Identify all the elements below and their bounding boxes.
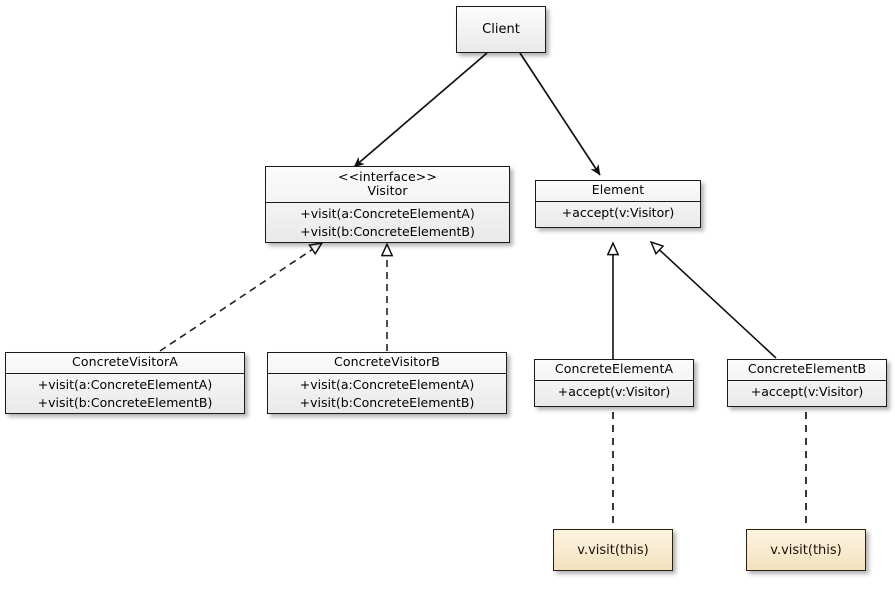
class-box-element[interactable]: Element +accept(v:Visitor)	[535, 180, 701, 228]
operation-item: +visit(b:ConcreteElementB)	[37, 394, 213, 410]
note-concreteelementb[interactable]: v.visit(this)	[746, 529, 866, 571]
class-box-client[interactable]: Client	[456, 6, 546, 53]
compartment-divider	[266, 201, 509, 203]
class-box-concreteelementb[interactable]: ConcreteElementB +accept(v:Visitor)	[727, 359, 887, 407]
operations-concretevisitorb: +visit(a:ConcreteElementA) +visit(b:Conc…	[268, 374, 506, 415]
class-box-concretevisitora[interactable]: ConcreteVisitorA +visit(a:ConcreteElemen…	[5, 352, 245, 414]
note-text: v.visit(this)	[577, 542, 649, 558]
operations-concreteelementb: +accept(v:Visitor)	[728, 381, 886, 404]
compartment-divider	[535, 379, 693, 381]
operation-item: +accept(v:Visitor)	[561, 204, 675, 220]
operation-item: +visit(a:ConcreteElementA)	[299, 376, 475, 392]
operation-item: +accept(v:Visitor)	[750, 383, 864, 399]
operation-item: +accept(v:Visitor)	[557, 383, 671, 399]
note-text: v.visit(this)	[770, 542, 842, 558]
operation-item: +visit(a:ConcreteElementA)	[300, 205, 475, 221]
class-header-concretevisitorb: ConcreteVisitorB	[268, 353, 506, 373]
class-header-concreteelementb: ConcreteElementB	[728, 360, 886, 380]
class-name-client: Client	[482, 22, 520, 37]
compartment-divider	[536, 200, 700, 202]
edge-client-element	[519, 52, 601, 176]
operations-element: +accept(v:Visitor)	[536, 202, 700, 225]
operation-item: +visit(b:ConcreteElementB)	[300, 223, 475, 239]
edge-client-visitor	[353, 52, 488, 168]
edge-concretevisitora-visitor	[159, 243, 322, 352]
class-name-concreteelementb: ConcreteElementB	[747, 361, 867, 376]
class-header-element: Element	[536, 181, 700, 201]
class-box-visitor[interactable]: <<interface>> Visitor +visit(a:ConcreteE…	[265, 166, 510, 243]
operations-concretevisitora: +visit(a:ConcreteElementA) +visit(b:Conc…	[6, 374, 244, 415]
class-name-element: Element	[591, 182, 645, 197]
compartment-divider	[6, 372, 244, 374]
class-header-concretevisitora: ConcreteVisitorA	[6, 353, 244, 373]
note-concreteelementa[interactable]: v.visit(this)	[553, 529, 673, 571]
class-name-concretevisitora: ConcreteVisitorA	[72, 354, 178, 369]
class-name-visitor: Visitor	[367, 183, 408, 198]
class-name-concretevisitorb: ConcreteVisitorB	[334, 354, 440, 369]
compartment-divider	[728, 379, 886, 381]
operations-visitor: +visit(a:ConcreteElementA) +visit(b:Conc…	[266, 203, 509, 244]
class-header-concreteelementa: ConcreteElementA	[535, 360, 693, 380]
stereotype-interface: <<interface>>	[338, 169, 437, 184]
class-box-concreteelementa[interactable]: ConcreteElementA +accept(v:Visitor)	[534, 359, 694, 407]
class-name-concreteelementa: ConcreteElementA	[554, 361, 674, 376]
class-header-visitor: <<interface>> Visitor	[266, 167, 509, 202]
compartment-divider	[268, 372, 506, 374]
edge-concreteelementb-element	[651, 242, 777, 359]
operation-item: +visit(b:ConcreteElementB)	[299, 394, 475, 410]
operations-concreteelementa: +accept(v:Visitor)	[535, 381, 693, 404]
operation-item: +visit(a:ConcreteElementA)	[37, 376, 213, 392]
class-box-concretevisitorb[interactable]: ConcreteVisitorB +visit(a:ConcreteElemen…	[267, 352, 507, 414]
